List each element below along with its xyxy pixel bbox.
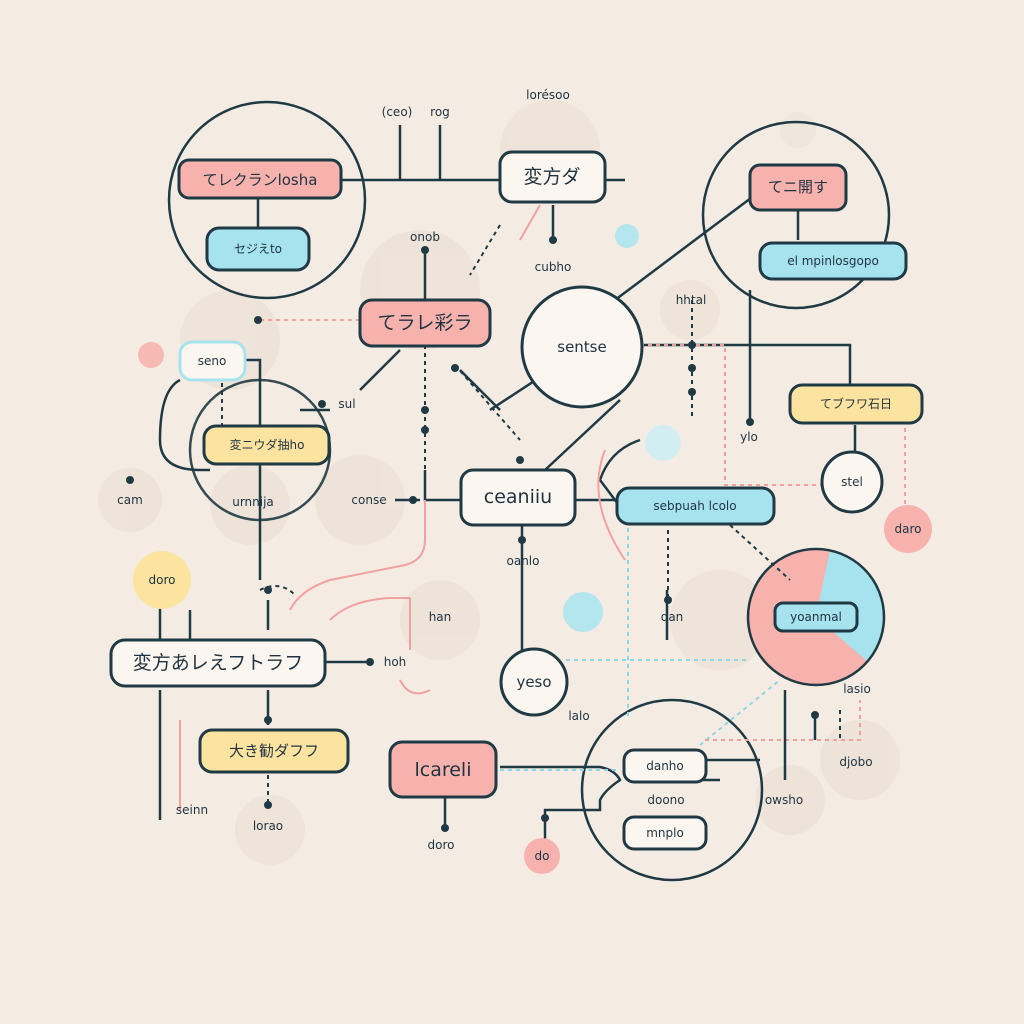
label: lorésoo [526,88,570,102]
label: djobo [839,755,872,769]
node-box-2[interactable]: セジえto [205,226,311,272]
blue-dot [563,592,603,632]
node-circle-46[interactable]: do [524,838,560,874]
label: dan [661,610,684,624]
node-box-16[interactable]: 変ニウダ抽ho [202,424,331,466]
node-box-1[interactable]: てレクランlosha [177,158,343,200]
node-box-31[interactable]: 変方あレえフトラフ [109,638,327,688]
label: lorao [253,819,283,833]
node-box-36[interactable]: 大き勧ダフフ [198,728,350,774]
label: hhtal [676,293,707,307]
label: cam [117,493,143,507]
node-box-9[interactable]: てニ開す [748,163,848,212]
blob-dot [780,112,816,148]
node-label: lcareli [414,759,471,781]
node-box-10[interactable]: el mpinlosgopo [758,241,908,281]
blue-dot [615,224,639,248]
node-label: stel [841,475,863,489]
label: urnnija [232,495,274,509]
label: han [429,610,452,624]
node-label: seno [198,354,227,368]
node-label: sebpuah lcolo [653,499,736,513]
loose-labels: (ceo) rog lorésoo onob cubho hhtal sul y… [117,88,872,852]
node-label: 大き勧ダフフ [229,742,319,760]
node-circle-24[interactable]: stel [820,450,884,514]
label: hoh [384,655,407,669]
node-box-14[interactable]: seno [178,340,247,382]
node-label: danho [646,759,684,773]
label: conse [351,493,386,507]
label: seinn [176,803,208,817]
node-box-37[interactable]: lcareli [388,740,498,799]
node-label: セジえto [234,242,282,256]
node-label: yeso [516,673,551,691]
node-label: てブフワ石日 [820,396,892,411]
blue-dot [645,425,681,461]
node-circle-33[interactable]: yeso [499,647,569,717]
label: (ceo) [382,105,413,119]
node-box-28[interactable]: yoanmal [773,601,859,633]
node-box-6[interactable]: 変方ダ [498,150,607,204]
node-label: てニ開す [768,178,828,196]
node-label: daro [895,522,922,536]
node-label: sentse [557,338,606,356]
node-label: mnplo [646,826,684,840]
node-box-17[interactable]: てブフワ石日 [788,383,924,425]
label: lasio [843,682,871,696]
group-circle [580,698,764,882]
label: owsho [765,793,803,807]
node-label: do [535,849,550,863]
group-circle [167,100,367,300]
node-label: てレクランlosha [203,171,318,189]
label: oanlo [507,554,540,568]
label: rog [430,105,450,119]
node-label: 変ニウダ抽ho [230,437,305,452]
node-circle-25[interactable]: daro [884,505,932,553]
node-box-40[interactable]: mnplo [622,815,708,851]
node-box-22[interactable]: ceaniiu [459,468,577,527]
node-label: ceaniiu [484,486,552,508]
label: lalo [568,709,589,723]
node-label: yoanmal [790,610,842,624]
label: onob [410,230,440,244]
label: doro [428,838,455,852]
node-label: 変方あレえフトラフ [133,652,304,674]
node-box-38[interactable]: danho [622,748,708,784]
label: ylo [740,430,758,444]
label: sul [338,397,355,411]
connectors [158,125,906,840]
group-circle [701,120,891,310]
node-box-11[interactable]: てラレ彩ラ [358,298,492,348]
node-box-23[interactable]: sebpuah lcolo [615,486,776,526]
node-label: el mpinlosgopo [787,254,879,268]
node-circle-12[interactable]: sentse [520,285,644,409]
label: cubho [535,260,572,274]
node-label: doro [149,573,176,587]
node-circle-26[interactable]: doro [133,551,191,609]
node-label: てラレ彩ラ [377,312,472,334]
pink-dot [138,342,164,368]
label: doono [647,793,684,807]
node-label: 変方ダ [523,166,580,188]
